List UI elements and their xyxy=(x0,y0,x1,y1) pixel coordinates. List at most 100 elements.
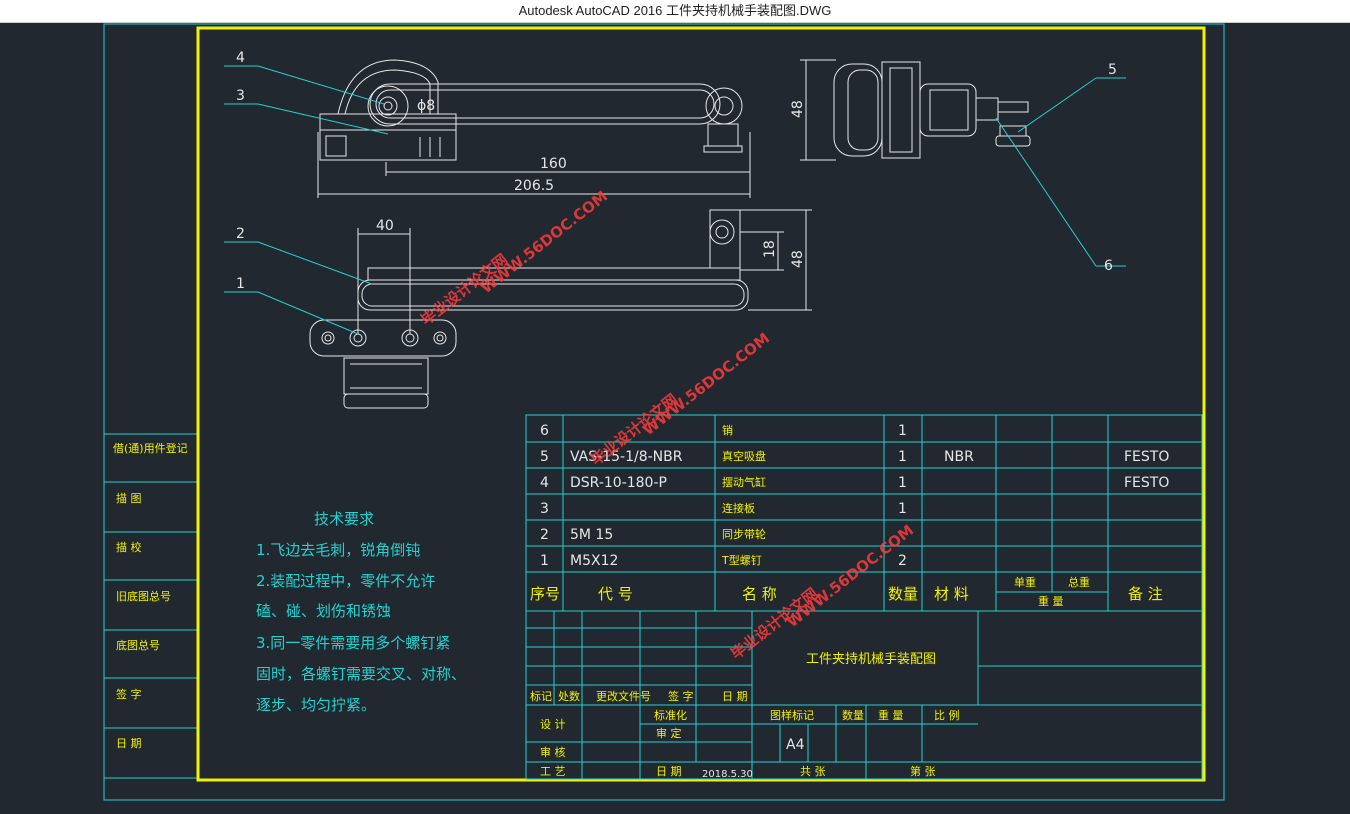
tb-mark: 标记 xyxy=(530,689,552,703)
header-material: 材 料 xyxy=(934,585,969,603)
dim-18: 18 xyxy=(762,240,778,258)
part-name: 销 xyxy=(722,423,733,437)
part-no: 1 xyxy=(540,553,549,569)
balloon-3[interactable]: 3 xyxy=(236,88,245,104)
part-name: 摆动气缸 xyxy=(722,475,766,489)
watermarks: WWW.56DOC.COM 毕业设计论文网 WWW.56DOC.COM 毕业设计… xyxy=(417,187,917,663)
tb-design: 设 计 xyxy=(540,718,566,731)
part-code: M5X12 xyxy=(570,553,618,569)
balloon-numbers: 4 3 2 1 5 6 xyxy=(236,50,1117,292)
tb-process: 工 艺 xyxy=(540,765,566,778)
title-block-values: A4 2018.5.30 xyxy=(702,737,805,780)
part-name: 同步带轮 xyxy=(722,527,766,541)
stamp-base-no: 底图总号 xyxy=(116,638,160,652)
balloon-2[interactable]: 2 xyxy=(236,226,245,242)
header-qty: 数量 xyxy=(888,585,918,603)
header-single-weight: 单重 xyxy=(1014,575,1036,589)
part-qty: 2 xyxy=(898,553,907,569)
top-view xyxy=(319,59,743,161)
part-code: DSR-10-180-P xyxy=(570,475,667,491)
title-block-grid xyxy=(525,610,1203,780)
part-qty: 1 xyxy=(898,423,907,439)
dim-48-side: 48 xyxy=(790,100,806,118)
tech-requirements: 技术要求 1.飞边去毛刺，锐角倒钝 2.装配过程中，零件不允许 磕、碰、划伤和锈… xyxy=(256,510,466,714)
tb-qty: 数量 xyxy=(842,709,864,722)
tb-doc: 更改文件号 xyxy=(596,689,651,703)
dim-40: 40 xyxy=(376,218,394,234)
part-name: 连接板 xyxy=(722,501,755,515)
sheet-border xyxy=(103,23,1225,801)
tb-date-value: 2018.5.30 xyxy=(702,769,753,780)
stamp-borrow: 借(通)用件登记 xyxy=(113,441,188,455)
dim-48-front: 48 xyxy=(790,250,806,268)
window-title: Autodesk AutoCAD 2016 工件夹持机械手装配图.DWG xyxy=(518,3,832,18)
parts-rows: 6 销 1 5 VAS-15-1/8-NBR 真空吸盘 1 NBR FESTO … xyxy=(540,423,1169,569)
header-code: 代 号 xyxy=(598,585,633,603)
stamp-check: 描 校 xyxy=(116,540,142,554)
tb-sample: 图样标记 xyxy=(770,708,814,722)
tb-sheet: 第 张 xyxy=(910,764,936,778)
part-no: 5 xyxy=(540,449,549,465)
header-no: 序号 xyxy=(530,585,560,603)
part-no: 2 xyxy=(540,527,549,543)
stamp-trace: 描 图 xyxy=(116,491,142,505)
part-note: FESTO xyxy=(1124,475,1169,491)
dim-206-5: 206.5 xyxy=(514,178,554,194)
stamp-sign: 签 字 xyxy=(116,687,142,701)
side-stamp-table xyxy=(103,433,197,800)
drawing-frame xyxy=(196,26,1206,782)
tech-line-4: 3.同一零件需要用多个螺钉紧 xyxy=(256,634,450,652)
side-stamp-labels: 借(通)用件登记 描 图 描 校 旧底图总号 底图总号 签 字 日 期 xyxy=(113,441,188,750)
dim-phi8: ϕ8 xyxy=(417,98,435,114)
header-note: 备 注 xyxy=(1128,585,1163,603)
stamp-date: 日 期 xyxy=(116,737,142,750)
drawing-svg[interactable]: 借(通)用件登记 描 图 描 校 旧底图总号 底图总号 签 字 日 期 xyxy=(0,22,1350,809)
tech-line-5: 固时，各螺钉需要交叉、对称、 xyxy=(256,665,466,683)
header-total-weight: 总重 xyxy=(1068,575,1090,589)
watermark-site: WWW.56DOC.COM xyxy=(639,329,773,439)
part-name: 真空吸盘 xyxy=(722,449,766,463)
tech-line-6: 逐步、均匀拧紧。 xyxy=(256,696,376,714)
drawing-canvas[interactable]: 借(通)用件登记 描 图 描 校 旧底图总号 底图总号 签 字 日 期 xyxy=(0,22,1350,809)
part-qty: 1 xyxy=(898,475,907,491)
part-code: VAS-15-1/8-NBR xyxy=(570,449,683,465)
leader-lines xyxy=(224,65,1126,335)
part-no: 6 xyxy=(540,423,549,439)
tb-date2: 日 期 xyxy=(656,765,682,778)
balloon-4[interactable]: 4 xyxy=(236,50,245,66)
dim-160: 160 xyxy=(540,156,567,172)
tb-scale: 比 例 xyxy=(934,708,960,722)
tb-date: 日 期 xyxy=(722,690,748,703)
part-material: NBR xyxy=(944,449,974,465)
tb-approve: 审 定 xyxy=(656,726,682,740)
part-qty: 1 xyxy=(898,501,907,517)
window-title-bar: Autodesk AutoCAD 2016 工件夹持机械手装配图.DWG xyxy=(0,0,1350,23)
part-no: 3 xyxy=(540,501,549,517)
dimension-texts: ϕ8 160 206.5 40 48 18 48 xyxy=(376,98,806,268)
part-qty: 1 xyxy=(898,449,907,465)
tb-size: A4 xyxy=(786,737,805,753)
parts-header-row: 序号 代 号 名 称 数量 材 料 单重 总重 重 量 备 注 xyxy=(530,575,1163,608)
tb-drawing-name: 工件夹持机械手装配图 xyxy=(806,652,936,667)
balloon-1[interactable]: 1 xyxy=(236,276,245,292)
balloon-6[interactable]: 6 xyxy=(1104,258,1113,274)
tb-sign: 签 字 xyxy=(668,689,694,703)
dimension-lines xyxy=(317,59,836,334)
header-weight: 重 量 xyxy=(1038,594,1064,608)
balloon-5[interactable]: 5 xyxy=(1108,62,1117,78)
tech-line-1: 1.飞边去毛刺，锐角倒钝 xyxy=(256,541,420,559)
title-block-labels: 标记 处数 更改文件号 签 字 日 期 设 计 标准化 审 定 审 核 工 艺 … xyxy=(530,652,960,778)
tb-weight: 重 量 xyxy=(878,708,904,722)
header-name: 名 称 xyxy=(742,585,777,603)
front-view xyxy=(309,209,749,409)
watermark-site: WWW.56DOC.COM xyxy=(477,187,611,297)
part-name: T型螺钉 xyxy=(721,553,762,567)
part-note: FESTO xyxy=(1124,449,1169,465)
part-code: 5M 15 xyxy=(570,527,613,543)
tech-line-2: 2.装配过程中，零件不允许 xyxy=(256,572,435,590)
tech-title: 技术要求 xyxy=(314,510,374,528)
watermark-site: WWW.56DOC.COM xyxy=(783,521,917,631)
side-view xyxy=(833,61,1031,159)
tech-line-3: 磕、碰、划伤和锈蚀 xyxy=(256,602,391,620)
tb-standard: 标准化 xyxy=(654,708,687,722)
